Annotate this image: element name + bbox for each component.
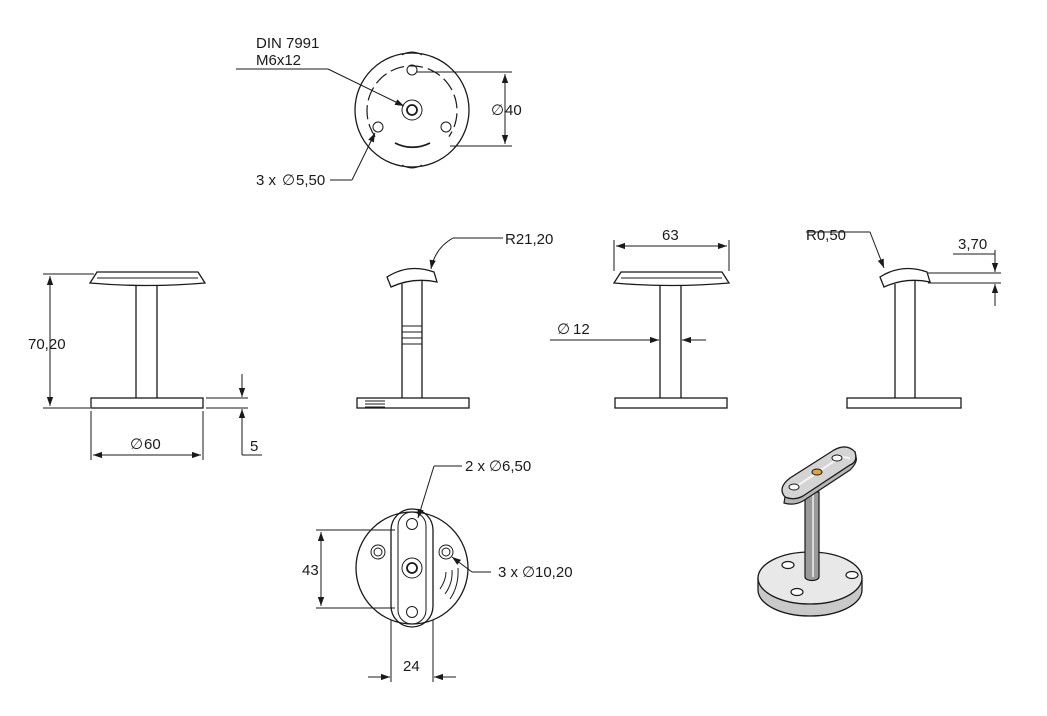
bottom-view-base-outline (355, 511, 469, 625)
iso-screw (811, 468, 823, 476)
front-view-top-plate (88, 271, 207, 287)
bottom-view-screw-inner (406, 562, 418, 574)
bottom-view-plate (390, 508, 434, 628)
side-view: R21,20 (356, 231, 553, 409)
screw-leader (327, 68, 405, 107)
slots-650-prefix: 2 x (465, 458, 486, 475)
top-view-screw-outer (401, 99, 423, 121)
holes-550-value: 5,50 (296, 172, 325, 189)
slots-650-leader (417, 465, 435, 519)
front-view-2-top-plate (612, 271, 731, 287)
width24-label: 24 (403, 658, 420, 675)
screw-spec-line1: DIN 7991 (256, 35, 319, 52)
top-view-screw-inner (406, 104, 418, 116)
bottom-view-shade-3 (449, 567, 459, 600)
top-view: DIN 7991 M6x12 ∅ 40 3 x ∅ 5,50 (236, 35, 522, 189)
radius-050-label: R0,50 (806, 227, 846, 244)
dia40-symbol: ∅ (491, 102, 504, 119)
top-view-pad-top (401, 51, 423, 56)
iso-hole-2 (845, 570, 859, 580)
radius-2120-leader (429, 237, 454, 270)
top-view-hole-left (372, 121, 384, 133)
radius-050-leader (869, 231, 885, 269)
top-view-hole-right (440, 121, 452, 133)
dia40-label: 40 (505, 102, 522, 119)
bottom-view-hole-right-outer (438, 544, 454, 560)
front-view: 70,20 ∅ 60 5 (28, 271, 262, 460)
bottom-view-hole-right-inner (441, 547, 451, 557)
holes-550-symbol: ∅ (282, 172, 295, 189)
dia60-label: 60 (144, 436, 161, 453)
bottom-view-slot-top (406, 518, 418, 530)
bottom-view-screw-outer (401, 557, 423, 579)
front-view-base (90, 397, 204, 409)
holes-550-leader (351, 132, 376, 181)
slots-650-value: 6,50 (502, 458, 531, 475)
holes-1020-value: 10,20 (535, 564, 573, 581)
side-view-saddle (386, 267, 438, 288)
top-view-slot-edge (394, 142, 431, 149)
depth-label: 3,70 (958, 236, 987, 253)
side-view-2-base (846, 397, 962, 409)
radius-2120-label: R21,20 (505, 231, 553, 248)
holes-1020-symbol: ∅ (522, 564, 535, 581)
screw-spec-line2: M6x12 (256, 52, 301, 69)
iso-hole-1 (781, 560, 795, 570)
top-view-base-outline (354, 52, 470, 168)
holes-1020-leader (451, 556, 473, 573)
bottom-view-slot-bottom (406, 606, 418, 618)
front-view-2-base (614, 397, 728, 409)
dia12-label: 12 (573, 321, 590, 338)
slots-650-symbol: ∅ (489, 458, 502, 475)
holes-1020-prefix: 3 x (498, 564, 519, 581)
side-view-base (356, 397, 470, 409)
isometric-view (757, 446, 863, 617)
bottom-view-hole-left-inner (373, 547, 383, 557)
bottom-view-shade-2 (444, 569, 453, 595)
iso-saddle-hole-1 (788, 483, 800, 491)
height43-label: 43 (302, 562, 319, 579)
width63-label: 63 (662, 227, 679, 244)
bottom-view: 43 24 2 x ∅ 6,50 3 x ∅ 10,20 (302, 458, 573, 682)
front-view-2: 63 ∅ 12 (550, 227, 731, 409)
top-view-pad-bottom (401, 164, 423, 169)
height-label: 70,20 (28, 336, 66, 353)
dia12-symbol: ∅ (557, 321, 570, 338)
dia60-symbol: ∅ (130, 436, 143, 453)
iso-saddle-hole-2 (831, 454, 843, 462)
top-view-bolt-circle (366, 65, 458, 137)
bottom-view-shade-1 (439, 571, 447, 590)
side-view-2-saddle (879, 267, 931, 288)
iso-hole-3 (790, 587, 804, 597)
top-view-hole-top (406, 64, 418, 76)
bottom-view-hole-left-outer (370, 544, 386, 560)
side-view-2: R0,50 3,70 (806, 227, 1001, 409)
holes-550-prefix: 3 x (256, 172, 277, 189)
thickness-label: 5 (250, 438, 258, 455)
bottom-view-plate-inner (397, 511, 427, 625)
